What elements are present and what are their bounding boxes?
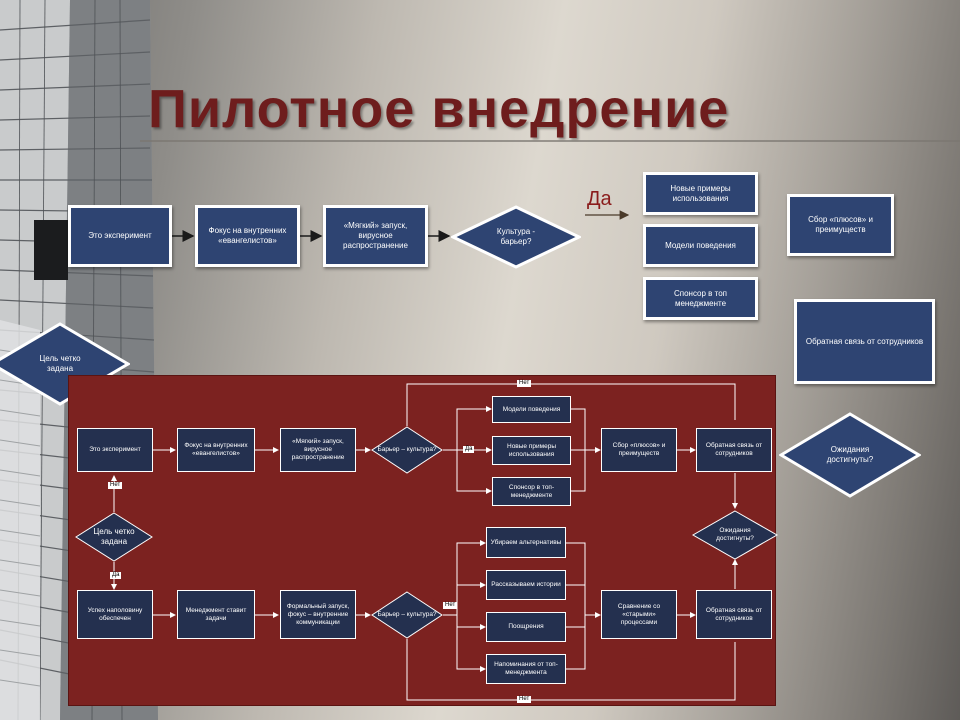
top-sponsor-box: Спонсор в топ менеджменте	[643, 277, 758, 320]
flow-behavior-models: Модели поведения	[492, 396, 571, 423]
flow-barrier-bottom: Барьер – культура?	[371, 591, 443, 639]
tag-yes-left: Да	[110, 572, 122, 579]
decision-culture-barrier: Культура - барьер?	[451, 205, 581, 269]
flow-goal-label: Цель четко задана	[93, 527, 135, 546]
expectations-label: Ожидания достигнуты?	[826, 445, 874, 464]
flow-new-examples: Новые примеры использования	[492, 436, 571, 465]
tag-no-right: Нет	[443, 602, 458, 609]
tag-no-bottom: Нет	[517, 696, 532, 703]
flow-remove-alternatives: Убираем альтернативы	[486, 527, 566, 558]
flow-feedback-bottom: Обратная связь от сотрудников	[696, 590, 772, 639]
collect-pluses-box: Сбор «плюсов» и преимуществ	[787, 194, 894, 256]
decision-expectations-met: Ожидания достигнуты?	[779, 412, 921, 498]
flow-focus: Фокус на внутренних «евангелистов»	[177, 428, 255, 472]
slide-title: Пилотное внедрение	[148, 79, 730, 139]
yes-label: Да	[587, 188, 612, 210]
flow-collect-pluses: Сбор «плюсов» и преимуществ	[601, 428, 677, 472]
flow-half-success: Успех наполовину обеспечен	[77, 590, 153, 639]
step-soft-launch: «Мягкий» запуск, вирусное распространени…	[323, 205, 428, 267]
step-experiment: Это эксперимент	[68, 205, 172, 267]
flow-reminders: Напоминания от топ-менеджмента	[486, 654, 566, 684]
flow-sponsor: Спонсор в топ-менеджменте	[492, 477, 571, 506]
flow-expectations-label: Ожидания достигнуты?	[716, 527, 754, 542]
tag-no-left: Нет	[108, 482, 123, 489]
tag-no-top: Нет	[517, 380, 532, 387]
decision-label: Культура - барьер?	[496, 227, 536, 246]
new-use-cases-box: Новые примеры использования	[643, 172, 758, 215]
flow-expectations-decision: Ожидания достигнуты?	[691, 510, 779, 560]
step-focus-evangelists: Фокус на внутренних «евангелистов»	[195, 205, 300, 267]
behavior-models-box: Модели поведения	[643, 224, 758, 267]
decision-goal-set: Цель четко задана	[0, 322, 130, 406]
flow-compare-old: Сравнение со «старыми» процессами	[601, 590, 677, 639]
flow-management-tasks: Менеджмент ставит задачи	[177, 590, 255, 639]
flow-tell-stories: Рассказываем истории	[486, 570, 566, 600]
flow-formal-launch: Формальный запуск, фокус – внутренние ко…	[280, 590, 356, 639]
flow-barrier-bottom-label: Барьер – культура?	[377, 611, 437, 618]
flow-rewards: Поощрения	[486, 612, 566, 642]
decision-goal-label: Цель четко задана	[39, 354, 81, 373]
title-divider	[140, 140, 960, 142]
process-flowchart: Это эксперимент Фокус на внутренних «ева…	[68, 375, 779, 706]
flow-soft-launch: «Мягкий» запуск, вирусное распространени…	[280, 428, 356, 472]
flow-barrier-top-label: Барьер – культура?	[377, 446, 437, 453]
flow-experiment: Это эксперимент	[77, 428, 153, 472]
flowchart-connectors	[111, 383, 738, 701]
tag-yes-top: Да	[463, 446, 475, 453]
flow-barrier-top: Барьер – культура?	[371, 426, 443, 474]
flow-feedback-top: Обратная связь от сотрудников	[696, 428, 772, 472]
flow-goal-decision: Цель четко задана	[75, 512, 153, 562]
employee-feedback-box: Обратная связь от сотрудников	[794, 299, 935, 384]
